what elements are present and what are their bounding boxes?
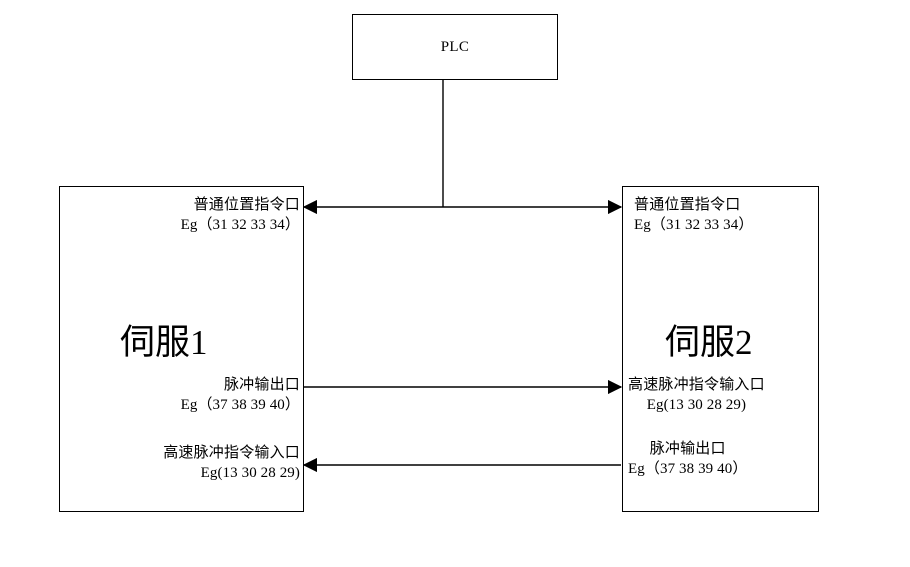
servo2-box[interactable] bbox=[622, 186, 819, 512]
servo1-position-command-port-name: 普通位置指令口 bbox=[193, 197, 300, 213]
servo1-pulse-output-port: 脉冲输出口 Eg（37 38 39 40） bbox=[181, 376, 300, 415]
servo2-pulse-output-port-name: 脉冲输出口 bbox=[649, 441, 726, 457]
servo1-pulse-output-port-name: 脉冲输出口 bbox=[223, 377, 300, 393]
servo1-pulse-output-port-pins: Eg（37 38 39 40） bbox=[180, 396, 300, 413]
servo2-position-command-port-pins: Eg（31 32 33 34） bbox=[634, 216, 754, 233]
servo1-box[interactable] bbox=[59, 186, 304, 512]
servo1-title: 伺服1 bbox=[120, 323, 208, 362]
servo2-high-speed-pulse-input-port-name: 高速脉冲指令输入口 bbox=[628, 377, 765, 393]
servo2-high-speed-pulse-input-port: 高速脉冲指令输入口 Eg(13 30 28 29) bbox=[628, 376, 765, 415]
plc-label: PLC bbox=[440, 38, 470, 55]
servo1-position-command-port: 普通位置指令口 Eg（31 32 33 34） bbox=[181, 196, 300, 235]
servo2-position-command-port: 普通位置指令口 Eg（31 32 33 34） bbox=[634, 196, 753, 235]
servo1-high-speed-pulse-input-port-name: 高速脉冲指令输入口 bbox=[163, 445, 300, 461]
servo2-pulse-output-port: 脉冲输出口 Eg（37 38 39 40） bbox=[628, 440, 747, 479]
servo1-position-command-port-pins: Eg（31 32 33 34） bbox=[180, 216, 300, 233]
servo2-position-command-port-name: 普通位置指令口 bbox=[634, 197, 741, 213]
servo2-pulse-output-port-pins: Eg（37 38 39 40） bbox=[628, 460, 748, 477]
servo2-title: 伺服2 bbox=[665, 323, 753, 362]
plc-box[interactable]: PLC bbox=[352, 14, 558, 80]
servo1-high-speed-pulse-input-port: 高速脉冲指令输入口 Eg(13 30 28 29) bbox=[163, 444, 300, 483]
servo2-high-speed-pulse-input-port-pins: Eg(13 30 28 29) bbox=[646, 396, 747, 413]
servo1-high-speed-pulse-input-port-pins: Eg(13 30 28 29) bbox=[200, 464, 300, 481]
